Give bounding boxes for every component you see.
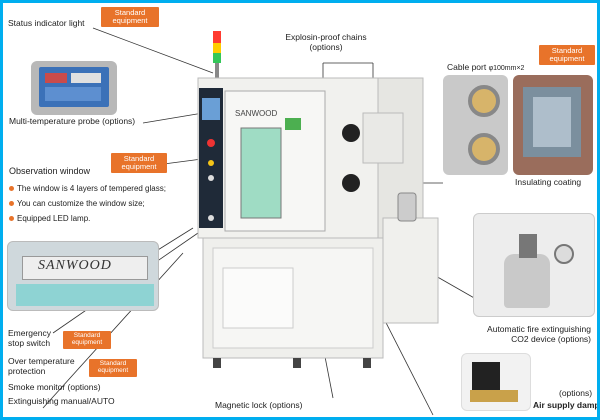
smoke-monitor-label: Smoke monitor (options) <box>8 382 101 392</box>
over-temp-label: Over temperature protection <box>8 356 75 376</box>
obs-bullet-3: Equipped LED lamp. <box>9 214 90 223</box>
window-photo: SANWOOD <box>7 241 159 311</box>
over-temp-badge: Standard equipment <box>89 359 137 377</box>
obs-bullet-2: You can customize the window size; <box>9 199 145 208</box>
door-brand: SANWOOD <box>235 109 277 118</box>
emergency-stop-label: Emergency stop switch <box>8 328 51 348</box>
co2-device-photo <box>473 213 595 317</box>
product-illustration: SANWOOD <box>42 27 484 416</box>
observation-window-label: Observation window <box>9 166 91 176</box>
cable-port-badge: Standard equipment <box>539 45 595 65</box>
air-damper-photo <box>461 353 531 411</box>
cable-port-label: Cable port φ100mm×2 <box>447 62 525 72</box>
status-light-label: Status indicator light <box>8 18 85 28</box>
multi-probe-label: Multi-temperature probe (options) <box>9 116 136 126</box>
window-brand: SANWOOD <box>38 258 112 273</box>
emergency-stop-badge: Standard equipment <box>63 331 111 349</box>
obs-bullet-1: The window is 4 layers of tempered glass… <box>9 184 166 193</box>
monitor-photo <box>31 61 117 115</box>
air-options-label: (options) <box>559 388 593 398</box>
magnetic-lock-label: Magnetic lock (options) <box>215 400 303 410</box>
status-light-badge: Standard equipment <box>101 7 159 27</box>
insulating-label: Insulating coating <box>515 177 582 187</box>
insulating-photo <box>513 75 593 175</box>
fire-device-label: Automatic fire extinguishing CO2 device … <box>487 324 591 344</box>
explosion-chains-label: Explosin-proof chains (options) <box>285 32 367 52</box>
air-damper-label: Air supply damper <box>533 400 600 410</box>
observation-window-badge: Standard equipment <box>111 153 167 173</box>
cable-port-photo <box>443 75 508 175</box>
extinguishing-label: Extinguishing manual/AUTO <box>8 396 115 406</box>
